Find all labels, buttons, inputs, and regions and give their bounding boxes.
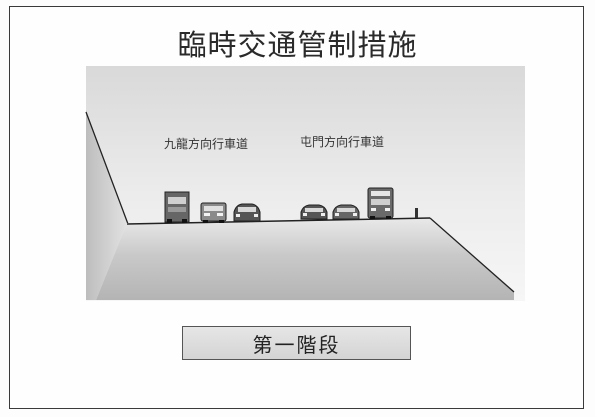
- right-road-label: 屯門方向行車道: [300, 135, 385, 149]
- truck-icon: [164, 191, 190, 223]
- bus-icon: [367, 187, 394, 219]
- ground: [96, 218, 514, 300]
- right-slope-edge: [429, 217, 515, 293]
- car-icon: [233, 203, 261, 222]
- car-icon: [332, 204, 360, 220]
- barrier-post-icon: [415, 208, 418, 218]
- car-icon: [300, 204, 328, 220]
- left-slope-edge: [85, 111, 129, 225]
- road-surface: [126, 217, 431, 225]
- page-title: 臨時交通管制措施: [177, 28, 418, 62]
- bus-icon: [200, 202, 227, 223]
- stage-label-box: 第一階段: [182, 326, 411, 360]
- left-road-label: 九龍方向行車道: [164, 137, 249, 151]
- left-slope: [86, 110, 127, 300]
- stage-label: 第一階段: [252, 332, 341, 357]
